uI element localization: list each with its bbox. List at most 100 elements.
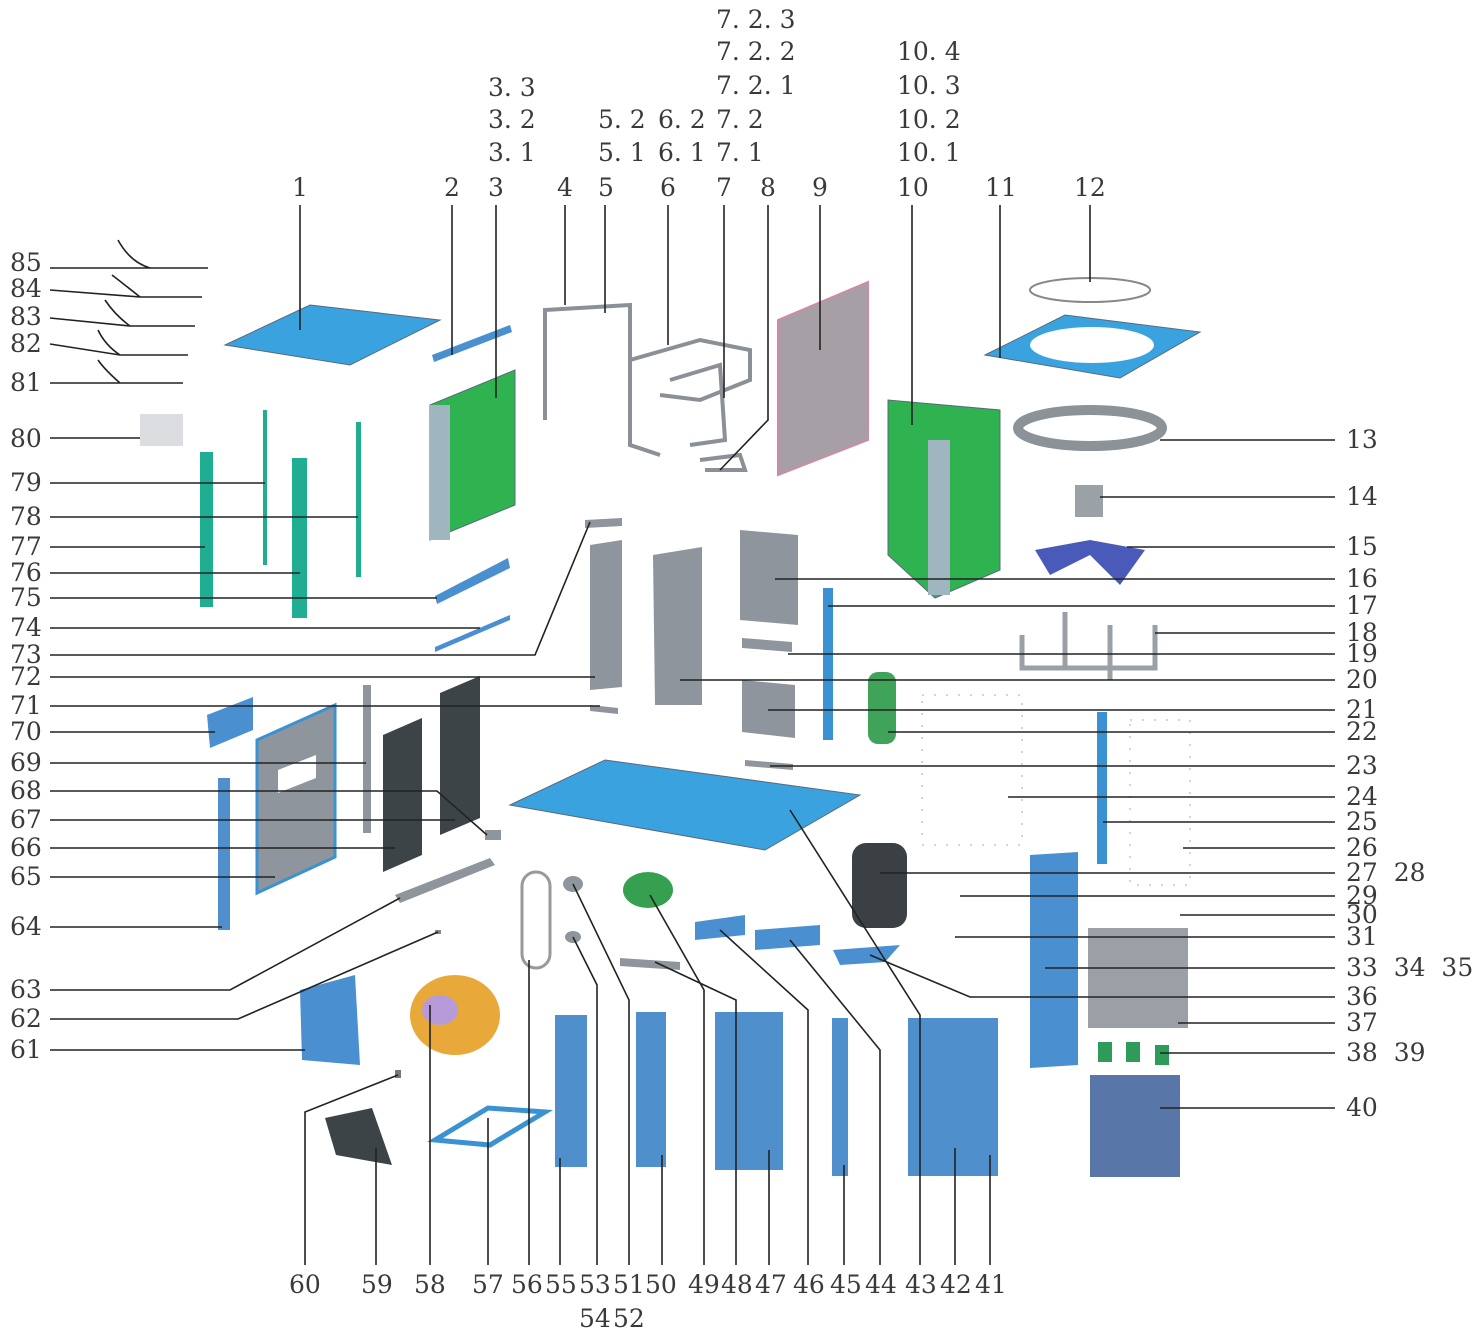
callout-55: 55 [545, 1270, 577, 1299]
callout-7-1: 7. 1 [716, 138, 764, 167]
callout-48: 48 [721, 1270, 753, 1299]
part-61-bracket [300, 975, 360, 1065]
part-10-condenser-fins [928, 440, 950, 595]
callout-47: 47 [755, 1270, 787, 1299]
callout-3-2: 3. 2 [488, 105, 536, 134]
callout-43: 43 [905, 1270, 937, 1299]
callout-68: 68 [10, 776, 42, 805]
part-37-box [1088, 928, 1188, 1028]
callout-24: 24 [1346, 782, 1378, 811]
part-46-bracket [695, 915, 745, 940]
part-illustrations [140, 277, 1202, 1177]
callout-52: 52 [613, 1304, 645, 1333]
part-1-top-panel [223, 304, 442, 366]
callout-20: 20 [1346, 665, 1378, 694]
part-72-panel [590, 540, 622, 690]
part-22-receiver-tank [868, 672, 896, 744]
part-18-bracket [1019, 612, 1158, 680]
callout-46: 46 [793, 1270, 825, 1299]
callout-71: 71 [10, 691, 42, 720]
part-11-hole [1030, 327, 1154, 363]
callout-64: 64 [10, 912, 42, 941]
part-67-panel [440, 676, 480, 835]
callout-4: 4 [557, 173, 573, 202]
part-77-post [200, 452, 213, 607]
part-26-mesh [1129, 719, 1191, 886]
part-24-mesh [921, 694, 1023, 846]
callout-7-2-2: 7. 2. 2 [716, 37, 796, 66]
callout-60: 60 [289, 1270, 321, 1299]
part-20-panel [653, 547, 702, 705]
part-15-fan-blade [1035, 540, 1145, 585]
callout-49: 49 [688, 1270, 720, 1299]
part-75-rail [435, 558, 510, 604]
part-68-clip [485, 830, 501, 840]
callout-7-2-1: 7. 2. 1 [716, 71, 796, 100]
callout-6-2: 6. 2 [658, 105, 706, 134]
callout-56: 56 [511, 1270, 543, 1299]
callout-76: 76 [10, 558, 42, 587]
callout-67: 67 [10, 805, 42, 834]
callout-17: 17 [1346, 591, 1378, 620]
part-50-panel [636, 1012, 666, 1167]
part-25-post [1097, 712, 1107, 864]
callout-15: 15 [1346, 532, 1378, 561]
callout-26: 26 [1346, 833, 1378, 862]
callout-6: 6 [660, 173, 676, 202]
callout-10-2: 10. 2 [897, 105, 961, 134]
callout-42: 42 [940, 1270, 972, 1299]
callout-3: 3 [488, 173, 504, 202]
callout-63: 63 [10, 975, 42, 1004]
part-17-post [823, 588, 833, 740]
callout-14: 14 [1346, 482, 1378, 511]
part-38-connector [1098, 1042, 1112, 1062]
callout-82: 82 [10, 329, 42, 358]
part-47-panel [715, 1012, 783, 1170]
callout-74: 74 [10, 613, 42, 642]
callout-5-1: 5. 1 [598, 138, 646, 167]
part-69-post [363, 685, 371, 833]
part-45-post [832, 1018, 848, 1176]
part-56-belt [520, 870, 552, 970]
part-70-plate [207, 697, 253, 748]
callout-7-2-3: 7. 2. 3 [716, 5, 796, 34]
callout-29: 29 [1346, 881, 1378, 910]
callout-38-39: 38 39 [1346, 1038, 1426, 1067]
callout-75: 75 [10, 583, 42, 612]
callout-10-3: 10. 3 [897, 71, 961, 100]
callout-18: 18 [1346, 618, 1378, 647]
part-65-window [278, 755, 316, 793]
part-73-strip [585, 518, 622, 528]
callout-3-1: 3. 1 [488, 138, 536, 167]
callout-81: 81 [10, 368, 42, 397]
callout-36: 36 [1346, 982, 1378, 1011]
part-14-motor [1075, 485, 1103, 517]
part-44-bracket [755, 925, 820, 950]
callout-70: 70 [10, 717, 42, 746]
callout-5-2: 5. 2 [598, 105, 646, 134]
callout-58: 58 [414, 1270, 446, 1299]
part-23-strip [745, 760, 793, 770]
callout-9: 9 [812, 173, 828, 202]
part-9-board [777, 280, 869, 477]
callout-53: 53 [579, 1270, 611, 1299]
callout-13: 13 [1346, 425, 1378, 454]
part-63-drain-pan [395, 858, 495, 903]
part-60-screw [395, 1070, 401, 1078]
part-65-panel [255, 702, 337, 896]
callout-78: 78 [10, 502, 42, 531]
part-27-compressor [852, 843, 907, 928]
callout-84: 84 [10, 274, 42, 303]
callout-5: 5 [598, 173, 614, 202]
callout-22: 22 [1346, 717, 1378, 746]
callout-8: 8 [760, 173, 776, 202]
callout-72: 72 [10, 662, 42, 691]
callout-66: 66 [10, 833, 42, 862]
part-80-label-plate [140, 414, 183, 446]
part-41-front-panel [908, 1018, 998, 1176]
callout-83: 83 [10, 302, 42, 331]
part-57-frame [427, 1105, 554, 1148]
part-8-pipe [699, 452, 748, 472]
callout-3-3: 3. 3 [488, 73, 536, 102]
